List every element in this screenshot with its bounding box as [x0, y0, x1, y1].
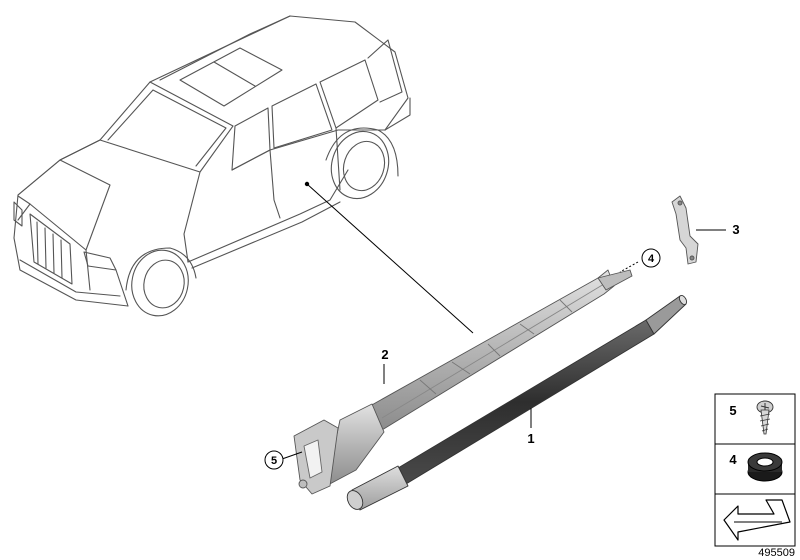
screw-icon: [756, 400, 774, 435]
diagram-id: 495509: [758, 547, 795, 559]
callout-2: 2: [381, 347, 389, 384]
callout-1: 1: [527, 408, 535, 446]
car-outline: [13, 15, 411, 317]
svg-text:5: 5: [271, 455, 277, 467]
legend-number-5: 5: [729, 403, 736, 418]
cover-part-1: [346, 294, 688, 511]
svg-text:1: 1: [527, 431, 534, 446]
arrow-icon: [723, 499, 791, 541]
legend-number-4: 4: [729, 452, 737, 467]
bracket-part-3: [671, 195, 699, 265]
leader-line: [306, 183, 474, 334]
sill-part-2: [293, 269, 633, 495]
svg-text:3: 3: [732, 222, 739, 237]
dashed-leader: [619, 261, 639, 273]
callout-4-circle: 4: [641, 248, 661, 268]
callout-3: 3: [696, 222, 740, 237]
svg-text:4: 4: [648, 253, 655, 265]
grommet-icon: [747, 452, 783, 482]
legend-box: 5 4: [714, 393, 796, 547]
callout-5-circle: 5: [264, 450, 303, 470]
svg-text:2: 2: [381, 347, 388, 362]
